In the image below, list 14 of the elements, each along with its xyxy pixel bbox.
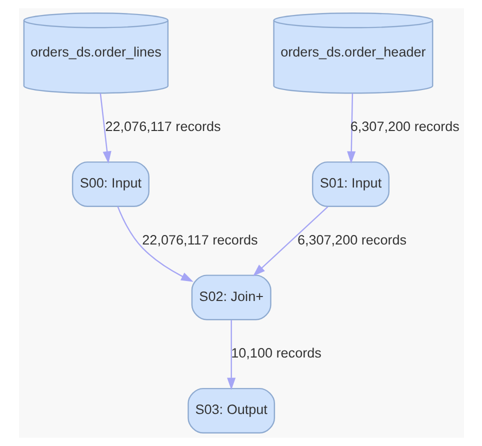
arrow bbox=[252, 206, 328, 276]
edge-label: 22,076,117 records bbox=[142, 232, 258, 248]
arrow bbox=[346, 93, 356, 164]
arrow bbox=[99, 93, 111, 164]
edge-label: 22,076,117 records bbox=[104, 119, 220, 134]
node-box: S01: Input bbox=[311, 161, 390, 207]
edge-label: 6,307,200 records bbox=[296, 232, 406, 248]
edge-label: 10,100 records bbox=[230, 346, 321, 361]
node-box: S03: Output bbox=[187, 388, 275, 434]
node-box: S00: Input bbox=[71, 161, 149, 207]
arrow bbox=[226, 320, 236, 390]
node-box: S02: Join+ bbox=[190, 274, 271, 320]
arrow bbox=[116, 206, 193, 282]
edge-label: 6,307,200 records bbox=[350, 119, 459, 134]
